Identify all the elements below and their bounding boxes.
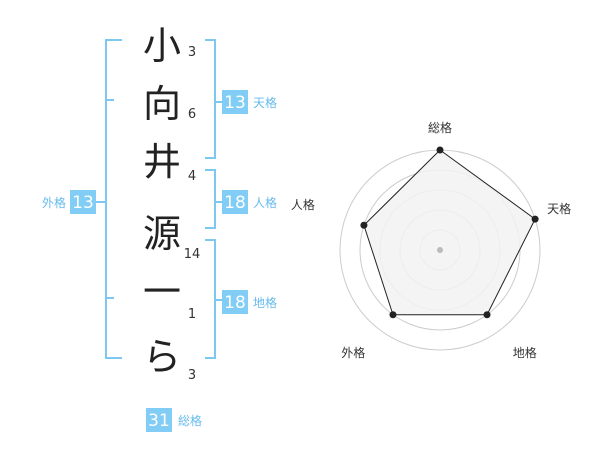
stroke-count-1: 3 xyxy=(188,45,196,60)
chikaku-badge-box xyxy=(222,290,248,314)
gaikaku-badge: 外格 13 xyxy=(42,190,96,214)
tenkaku-bracket xyxy=(205,39,222,159)
radar-center-dot xyxy=(437,247,443,253)
tenkaku-value: 13 xyxy=(224,93,246,113)
jinkaku-badge-box xyxy=(222,190,248,214)
brackets xyxy=(93,39,222,359)
chikaku-value: 18 xyxy=(224,293,246,313)
name-column: 小 向 井 源 一 ら 3 6 4 14 1 3 xyxy=(143,24,200,383)
radar-axis-label-2: 天格 xyxy=(547,201,571,216)
name-char-2: 向 xyxy=(143,82,181,126)
tenkaku-badge-box xyxy=(222,90,248,114)
name-char-5: 一 xyxy=(143,270,181,314)
stroke-count-5: 1 xyxy=(188,307,196,322)
soukaku-badge: 31 総格 xyxy=(146,408,202,432)
chikaku-badge: 18 地格 xyxy=(222,290,277,314)
radar-point-1 xyxy=(436,146,444,154)
radar-axis-label-4: 外格 xyxy=(341,345,365,360)
name-char-6: ら xyxy=(143,335,181,379)
chikaku-label: 地格 xyxy=(253,295,277,310)
jinkaku-value: 18 xyxy=(224,193,246,213)
stroke-count-2: 6 xyxy=(188,107,196,122)
gaikaku-bracket xyxy=(93,39,122,359)
name-char-1: 小 xyxy=(143,24,181,68)
soukaku-value: 31 xyxy=(148,411,170,431)
stroke-count-4: 14 xyxy=(184,247,201,262)
radar-axis-label-5: 人格 xyxy=(291,197,315,212)
tenkaku-label: 天格 xyxy=(253,95,277,110)
soukaku-label: 総格 xyxy=(178,413,202,428)
jinkaku-bracket xyxy=(205,169,222,229)
chikaku-bracket xyxy=(205,239,222,359)
radar-series-polygon xyxy=(363,149,536,316)
jinkaku-badge: 18 人格 xyxy=(222,190,277,214)
radar-point-4 xyxy=(389,311,397,319)
tenkaku-badge: 13 天格 xyxy=(222,90,277,114)
stroke-count-3: 4 xyxy=(188,169,196,184)
radar-axis-label-3: 地格 xyxy=(513,345,537,360)
radar-point-2 xyxy=(531,215,539,223)
name-char-3: 井 xyxy=(143,140,181,184)
gaikaku-value: 13 xyxy=(72,193,94,213)
radar-point-5 xyxy=(360,221,368,229)
gaikaku-label: 外格 xyxy=(42,195,66,210)
gaikaku-badge-box xyxy=(70,190,96,214)
jinkaku-label: 人格 xyxy=(253,195,277,210)
stroke-count-6: 3 xyxy=(188,368,196,383)
name-char-4: 源 xyxy=(143,212,181,256)
radar-axis-label-1: 総格 xyxy=(428,120,452,135)
radar-point-3 xyxy=(483,311,491,319)
soukaku-badge-box xyxy=(146,408,172,432)
